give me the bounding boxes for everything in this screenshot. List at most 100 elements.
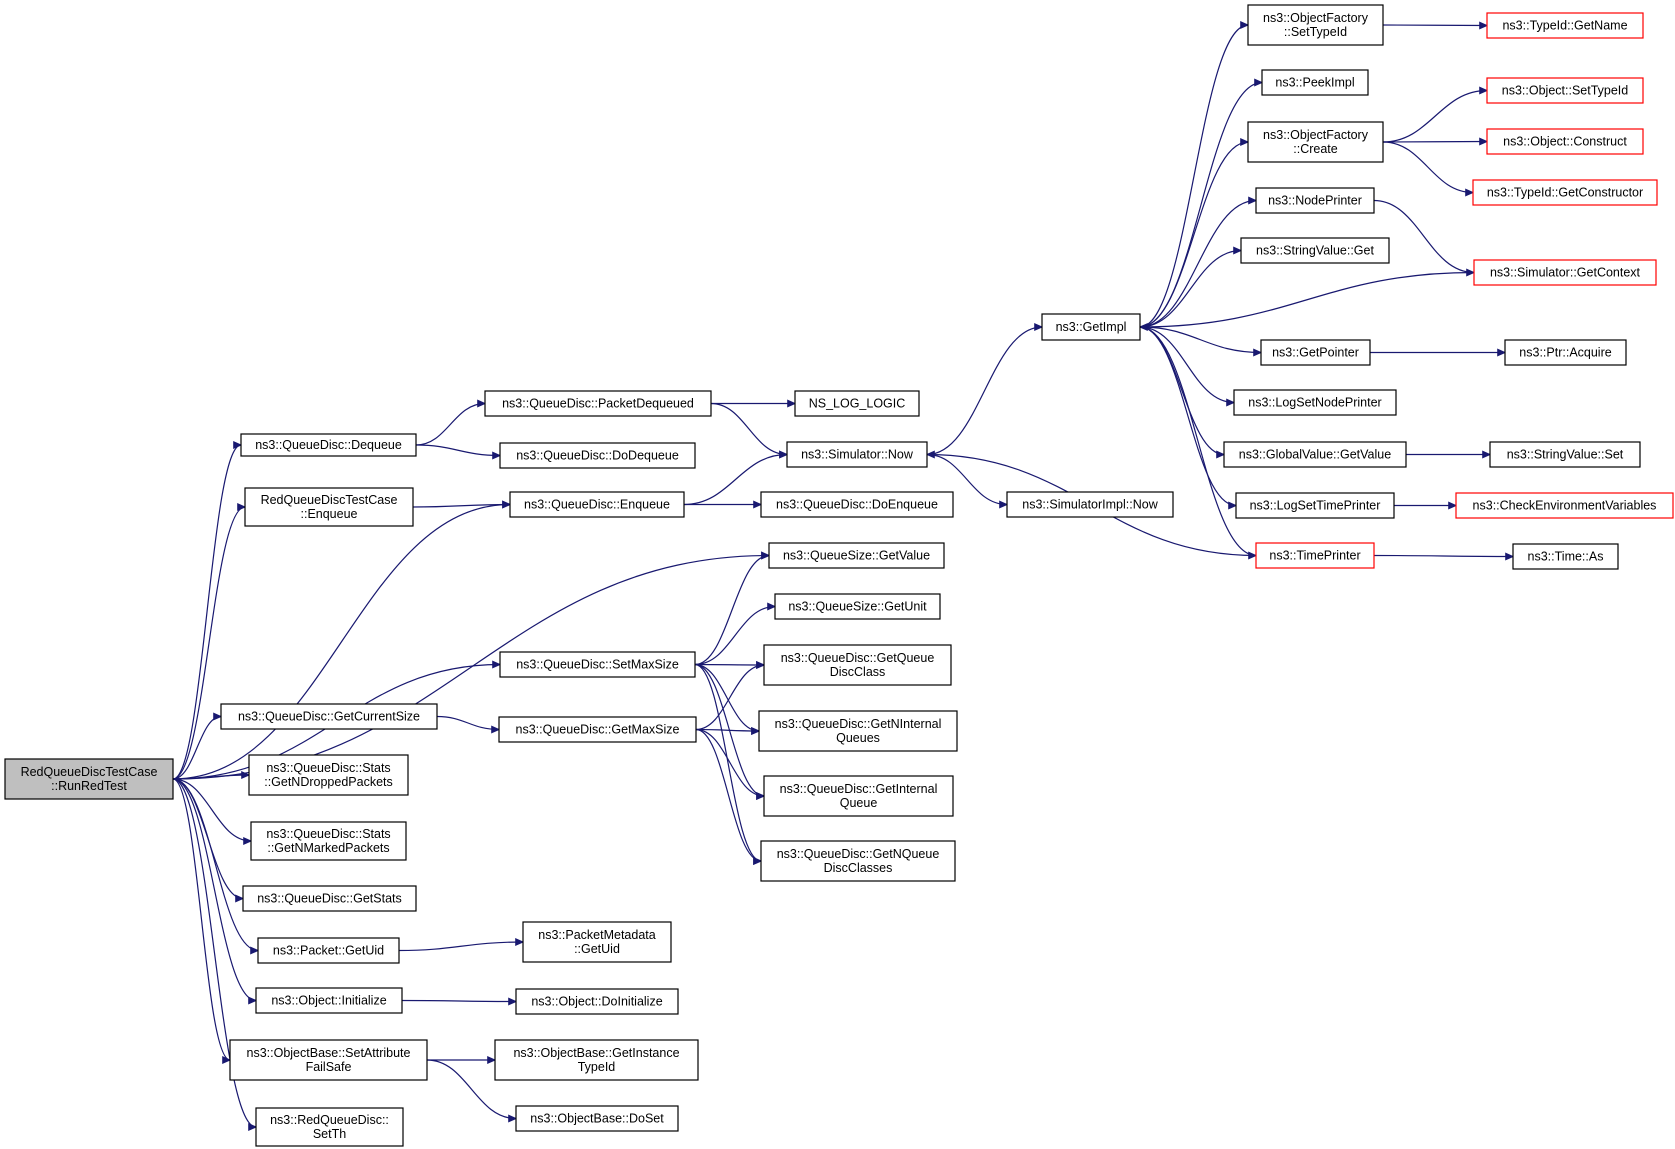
node-stringvalue_set[interactable]: ns3::StringValue::Set <box>1489 441 1641 468</box>
node-box[interactable] <box>498 716 697 743</box>
node-box[interactable] <box>1486 12 1644 39</box>
node-box[interactable] <box>1255 542 1375 569</box>
node-box[interactable] <box>1247 121 1384 163</box>
node-typeid_getconstructor[interactable]: ns3::TypeId::GetConstructor <box>1472 179 1658 206</box>
node-box[interactable] <box>522 921 672 963</box>
node-box[interactable] <box>1512 543 1619 570</box>
node-of_settypeid[interactable]: ns3::ObjectFactory::SetTypeId <box>1247 4 1384 46</box>
node-box[interactable] <box>242 885 417 912</box>
node-root[interactable]: RedQueueDiscTestCase::RunRedTest <box>4 758 174 800</box>
node-gv_getvalue[interactable]: ns3::GlobalValue::GetValue <box>1223 441 1407 468</box>
node-logsetnodeprinter[interactable]: ns3::LogSetNodePrinter <box>1233 389 1397 416</box>
node-box[interactable] <box>1486 128 1644 155</box>
node-obj_doinit[interactable]: ns3::Object::DoInitialize <box>515 988 679 1015</box>
node-ns_log_logic[interactable]: NS_LOG_LOGIC <box>794 390 920 417</box>
node-qs_getunit[interactable]: ns3::QueueSize::GetUnit <box>774 593 941 620</box>
node-qs_getvalue[interactable]: ns3::QueueSize::GetValue <box>768 542 945 569</box>
node-sim_now[interactable]: ns3::Simulator::Now <box>786 441 928 468</box>
node-getpointer[interactable]: ns3::GetPointer <box>1260 339 1371 366</box>
node-box[interactable] <box>1260 339 1371 366</box>
node-box[interactable] <box>1006 491 1174 518</box>
node-qd_getmaxsize[interactable]: ns3::QueueDisc::GetMaxSize <box>498 716 697 743</box>
node-timeprinter[interactable]: ns3::TimePrinter <box>1255 542 1375 569</box>
node-box[interactable] <box>1486 77 1644 104</box>
node-box[interactable] <box>1247 4 1384 46</box>
node-box[interactable] <box>763 775 954 817</box>
node-packet_getuid[interactable]: ns3::Packet::GetUid <box>257 937 400 964</box>
node-of_create[interactable]: ns3::ObjectFactory::Create <box>1247 121 1384 163</box>
node-box[interactable] <box>1240 237 1390 264</box>
node-box[interactable] <box>4 758 174 800</box>
node-ptr_acquire[interactable]: ns3::Ptr::Acquire <box>1504 339 1627 366</box>
node-box[interactable] <box>1472 179 1658 206</box>
node-qd_getcurrentsize[interactable]: ns3::QueueDisc::GetCurrentSize <box>220 703 438 730</box>
node-box[interactable] <box>1504 339 1627 366</box>
node-box[interactable] <box>484 390 712 417</box>
node-box[interactable] <box>1233 389 1397 416</box>
node-box[interactable] <box>499 442 696 469</box>
node-nodeprinter[interactable]: ns3::NodePrinter <box>1255 187 1375 214</box>
node-checkenvvars[interactable]: ns3::CheckEnvironmentVariables <box>1455 492 1674 519</box>
node-qd_setmaxsize[interactable]: ns3::QueueDisc::SetMaxSize <box>499 651 696 678</box>
node-stringvalue_get[interactable]: ns3::StringValue::Get <box>1240 237 1390 264</box>
node-getimpl[interactable]: ns3::GetImpl <box>1041 313 1141 341</box>
node-box[interactable] <box>509 491 685 518</box>
node-box[interactable] <box>1041 313 1141 341</box>
node-time_as[interactable]: ns3::Time::As <box>1512 543 1619 570</box>
node-box[interactable] <box>250 821 407 861</box>
node-box[interactable] <box>494 1039 699 1081</box>
node-box[interactable] <box>220 703 438 730</box>
node-box[interactable] <box>515 1105 679 1132</box>
node-sim_getcontext[interactable]: ns3::Simulator::GetContext <box>1473 259 1657 286</box>
node-pm_getuid[interactable]: ns3::PacketMetadata::GetUid <box>522 921 672 963</box>
node-qd_packetdequeued[interactable]: ns3::QueueDisc::PacketDequeued <box>484 390 712 417</box>
node-box[interactable] <box>1235 492 1395 519</box>
node-object_initialize[interactable]: ns3::Object::Initialize <box>255 987 403 1014</box>
node-typeid_getname[interactable]: ns3::TypeId::GetName <box>1486 12 1644 39</box>
node-box[interactable] <box>794 390 920 417</box>
node-obj_construct[interactable]: ns3::Object::Construct <box>1486 128 1644 155</box>
node-obj_settypeid[interactable]: ns3::Object::SetTypeId <box>1486 77 1644 104</box>
node-stats_dropped[interactable]: ns3::QueueDisc::Stats::GetNDroppedPacket… <box>248 754 409 796</box>
node-dequeue[interactable]: ns3::QueueDisc::Dequeue <box>240 433 417 457</box>
node-box[interactable] <box>1261 69 1369 96</box>
node-box[interactable] <box>768 542 945 569</box>
node-simimpl_now[interactable]: ns3::SimulatorImpl::Now <box>1006 491 1174 518</box>
node-box[interactable] <box>515 988 679 1015</box>
node-box[interactable] <box>774 593 941 620</box>
node-box[interactable] <box>255 987 403 1014</box>
node-rqdtc_enqueue[interactable]: RedQueueDiscTestCase::Enqueue <box>244 487 414 527</box>
node-box[interactable] <box>244 487 414 527</box>
node-stats_marked[interactable]: ns3::QueueDisc::Stats::GetNMarkedPackets <box>250 821 407 861</box>
node-qd_doenqueue[interactable]: ns3::QueueDisc::DoEnqueue <box>760 491 954 518</box>
node-ob_doset[interactable]: ns3::ObjectBase::DoSet <box>515 1105 679 1132</box>
node-box[interactable] <box>760 491 954 518</box>
node-box[interactable] <box>1223 441 1407 468</box>
node-logsettimeprinter[interactable]: ns3::LogSetTimePrinter <box>1235 492 1395 519</box>
node-box[interactable] <box>760 840 956 882</box>
node-box[interactable] <box>1255 187 1375 214</box>
node-box[interactable] <box>255 1107 404 1147</box>
node-box[interactable] <box>248 754 409 796</box>
node-box[interactable] <box>1473 259 1657 286</box>
node-qd_dodequeue[interactable]: ns3::QueueDisc::DoDequeue <box>499 442 696 469</box>
node-box[interactable] <box>1489 441 1641 468</box>
node-qd_getstats[interactable]: ns3::QueueDisc::GetStats <box>242 885 417 912</box>
node-box[interactable] <box>758 710 958 752</box>
node-box[interactable] <box>257 937 400 964</box>
node-box[interactable] <box>229 1039 428 1081</box>
node-qd_enqueue[interactable]: ns3::QueueDisc::Enqueue <box>509 491 685 518</box>
node-box[interactable] <box>499 651 696 678</box>
node-box[interactable] <box>763 644 952 686</box>
node-box[interactable] <box>1455 492 1674 519</box>
node-peekimpl[interactable]: ns3::PeekImpl <box>1261 69 1369 96</box>
node-box[interactable] <box>786 441 928 468</box>
node-box[interactable] <box>240 433 417 457</box>
node-rqd_setth[interactable]: ns3::RedQueueDisc::SetTh <box>255 1107 404 1147</box>
